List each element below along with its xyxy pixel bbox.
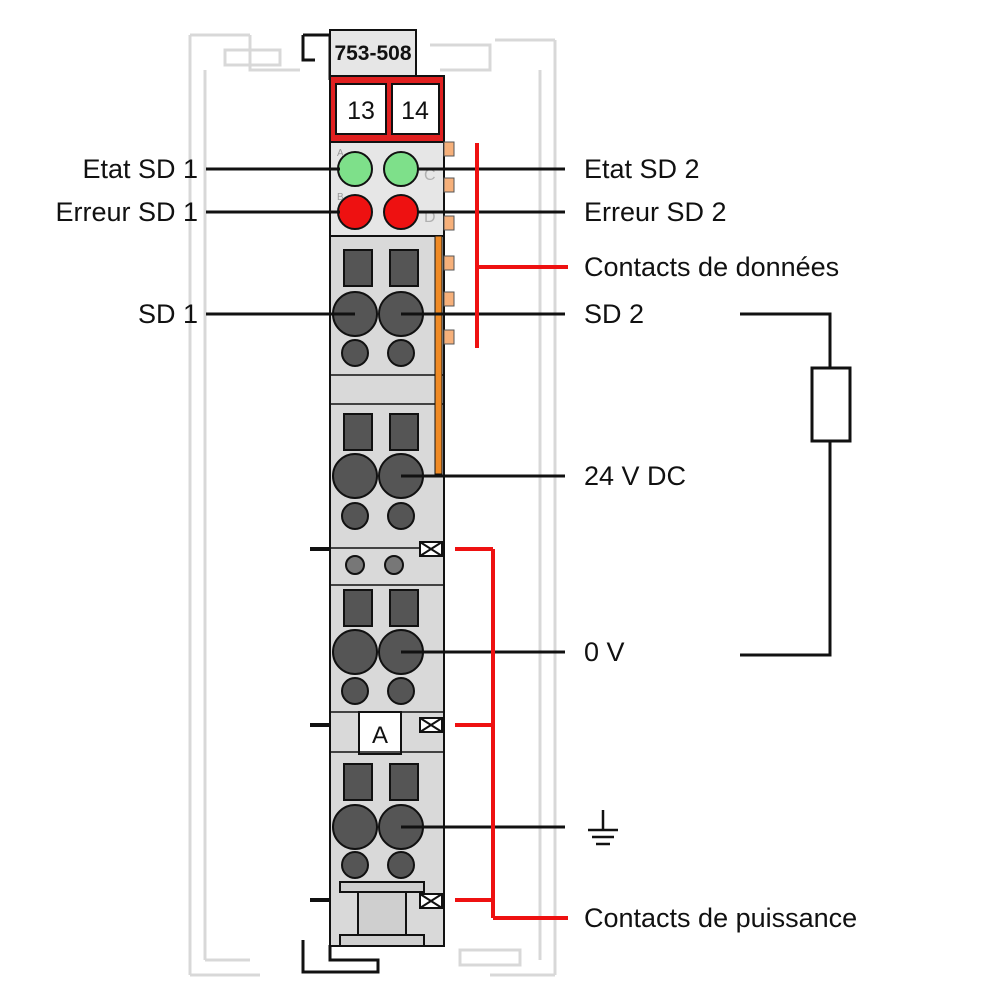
led-status-sd2	[383, 151, 419, 187]
screws-row	[330, 547, 444, 586]
led-letter-a: A	[337, 148, 344, 159]
label-error-sd1: Erreur SD 1	[55, 197, 198, 227]
label-data-contacts: Contacts de données	[584, 252, 839, 282]
label-power-contacts: Contacts de puissance	[584, 903, 857, 933]
led-letter-b: B	[337, 192, 344, 203]
din-rail-outline	[188, 33, 557, 977]
top-clip	[301, 33, 332, 80]
label-sd2: SD 2	[584, 299, 644, 329]
power-contact-springs	[419, 541, 443, 909]
terminal-number-13: 13	[347, 97, 375, 125]
led-letter-c: C	[424, 167, 436, 184]
ground-symbol-icon	[588, 810, 618, 846]
label-sd1: SD 1	[138, 299, 198, 329]
load-circuit	[740, 312, 832, 657]
label-status-sd2: Etat SD 2	[584, 154, 700, 184]
slot-label-plate	[358, 711, 402, 755]
label-0v: 0 V	[584, 637, 625, 667]
leader-lines	[206, 167, 565, 829]
label-24v-dc: 24 V DC	[584, 461, 686, 491]
terminal-number-14: 14	[401, 97, 429, 125]
left-power-ticks	[310, 547, 330, 902]
terminal-block-2	[330, 403, 444, 530]
part-number: 753-508	[334, 42, 411, 65]
led-letter-d: D	[424, 209, 436, 226]
slot-letter: A	[372, 722, 388, 749]
resistor-load-icon	[810, 366, 852, 443]
label-error-sd2: Erreur SD 2	[584, 197, 727, 227]
bottom-clip	[301, 940, 380, 974]
terminal-block-1	[330, 249, 444, 376]
label-status-sd1: Etat SD 1	[82, 154, 198, 184]
power-contacts-bracket	[455, 547, 568, 920]
led-error-sd2	[383, 194, 419, 230]
data-contact-pins	[434, 141, 455, 475]
terminal-block-4	[330, 751, 444, 879]
data-contacts-bracket	[475, 143, 568, 348]
io-module: 753-508 13 14 A B C D	[301, 29, 455, 974]
